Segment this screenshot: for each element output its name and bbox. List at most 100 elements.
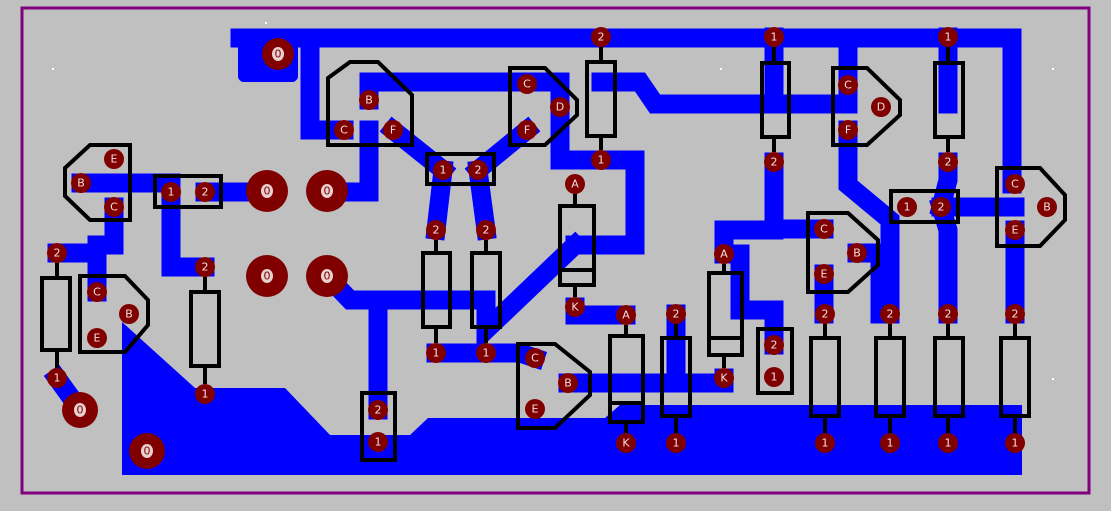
pad[interactable]: C (525, 348, 545, 368)
pad[interactable]: 1 (161, 182, 181, 202)
pad[interactable]: 1 (47, 368, 67, 388)
pad[interactable]: E (525, 399, 545, 419)
mounting-hole[interactable]: 0 (306, 170, 348, 212)
pad-circle (666, 304, 686, 324)
pad[interactable]: 1 (666, 433, 686, 453)
pad[interactable]: B (847, 243, 867, 263)
transistor-outline (806, 211, 880, 294)
component-t4: C D F (517, 74, 570, 140)
pad-label: C (523, 78, 531, 91)
pad[interactable]: A (714, 244, 734, 264)
pad-label: C (820, 223, 828, 236)
pad[interactable]: D (550, 97, 570, 117)
pad[interactable]: A (565, 174, 585, 194)
pad-label: F (524, 124, 530, 137)
mounting-hole[interactable]: 0 (129, 433, 165, 469)
pad[interactable]: B (71, 173, 91, 193)
pad-circle (880, 433, 900, 453)
pad-circle (359, 90, 379, 110)
pad[interactable]: K (565, 297, 585, 317)
mounting-hole[interactable]: 0 (262, 38, 294, 70)
pad[interactable]: 2 (368, 400, 388, 420)
pad[interactable]: C (87, 282, 107, 302)
pad[interactable]: 1 (938, 433, 958, 453)
pad[interactable]: 2 (195, 257, 215, 277)
copper-trace (313, 231, 589, 353)
pad-circle (591, 27, 611, 47)
pad[interactable]: 1 (764, 27, 784, 47)
pad[interactable]: 2 (931, 197, 951, 217)
pad[interactable]: C (1005, 174, 1025, 194)
pad[interactable]: B (1037, 197, 1057, 217)
pad-circle (764, 367, 784, 387)
pad[interactable]: 1 (426, 343, 446, 363)
pad[interactable]: B (119, 304, 139, 324)
pad[interactable]: C (334, 120, 354, 140)
pad[interactable]: 2 (938, 304, 958, 324)
pad-label: 2 (1012, 308, 1019, 321)
pad-circle (47, 368, 67, 388)
pad-label: 1 (822, 437, 829, 450)
component-t2: CBE (87, 282, 139, 348)
pad[interactable]: 2 (426, 220, 446, 240)
pad[interactable]: 1 (433, 160, 453, 180)
pad[interactable]: 1 (195, 384, 215, 404)
pad[interactable]: 1 (938, 27, 958, 47)
pad[interactable]: C (838, 75, 858, 95)
mounting-hole[interactable]: 0 (246, 255, 288, 297)
pad[interactable]: E (104, 149, 124, 169)
pad[interactable]: 2 (468, 160, 488, 180)
pad[interactable]: 2 (666, 304, 686, 324)
pad[interactable]: D (871, 97, 891, 117)
mounting-hole[interactable]: 0 (246, 170, 288, 212)
pad[interactable]: C (814, 219, 834, 239)
pad[interactable]: 1 (1005, 433, 1025, 453)
pad-label: E (111, 153, 118, 166)
pad-circle (550, 97, 570, 117)
pad[interactable]: A (616, 305, 636, 325)
pad[interactable]: 1 (368, 432, 388, 452)
pad[interactable]: 1 (591, 150, 611, 170)
pad[interactable]: 2 (591, 27, 611, 47)
pad[interactable]: 1 (815, 433, 835, 453)
hole-center (141, 444, 153, 458)
pad[interactable]: 2 (764, 152, 784, 172)
pad[interactable]: E (1005, 220, 1025, 240)
pad-label: 2 (475, 164, 482, 177)
pad[interactable]: B (359, 90, 379, 110)
pad[interactable]: 2 (47, 243, 67, 263)
pad[interactable]: B (558, 373, 578, 393)
pad[interactable]: 1 (476, 343, 496, 363)
pad-circle (714, 244, 734, 264)
mounting-hole[interactable]: 0 (62, 392, 98, 428)
pad[interactable]: 1 (764, 367, 784, 387)
pad[interactable]: K (616, 433, 636, 453)
pad-circle (814, 219, 834, 239)
component-d3: AK (714, 244, 734, 388)
pad-label: 1 (771, 371, 778, 384)
pad[interactable]: 2 (195, 182, 215, 202)
pad[interactable]: 2 (880, 304, 900, 324)
pad-circle (161, 182, 181, 202)
pad[interactable]: C (104, 197, 124, 217)
pad[interactable]: F (383, 120, 403, 140)
mounting-hole[interactable]: 0 (306, 255, 348, 297)
pad[interactable]: F (517, 120, 537, 140)
pad[interactable]: 1 (897, 197, 917, 217)
pad[interactable]: E (814, 264, 834, 284)
pad[interactable]: 2 (938, 152, 958, 172)
pad[interactable]: 2 (1005, 304, 1025, 324)
pad[interactable]: 2 (815, 304, 835, 324)
pad[interactable]: 2 (764, 335, 784, 355)
pad[interactable]: F (838, 120, 858, 140)
pad-circle (1005, 220, 1025, 240)
pad-label: D (556, 101, 564, 114)
component-r9: 21 (815, 304, 835, 453)
pad[interactable]: 2 (476, 220, 496, 240)
pad[interactable]: K (714, 368, 734, 388)
pad[interactable]: C (517, 74, 537, 94)
copper-trace (161, 182, 215, 277)
component-r5: 21 (591, 27, 611, 170)
pad[interactable]: E (87, 328, 107, 348)
pad[interactable]: 1 (880, 433, 900, 453)
